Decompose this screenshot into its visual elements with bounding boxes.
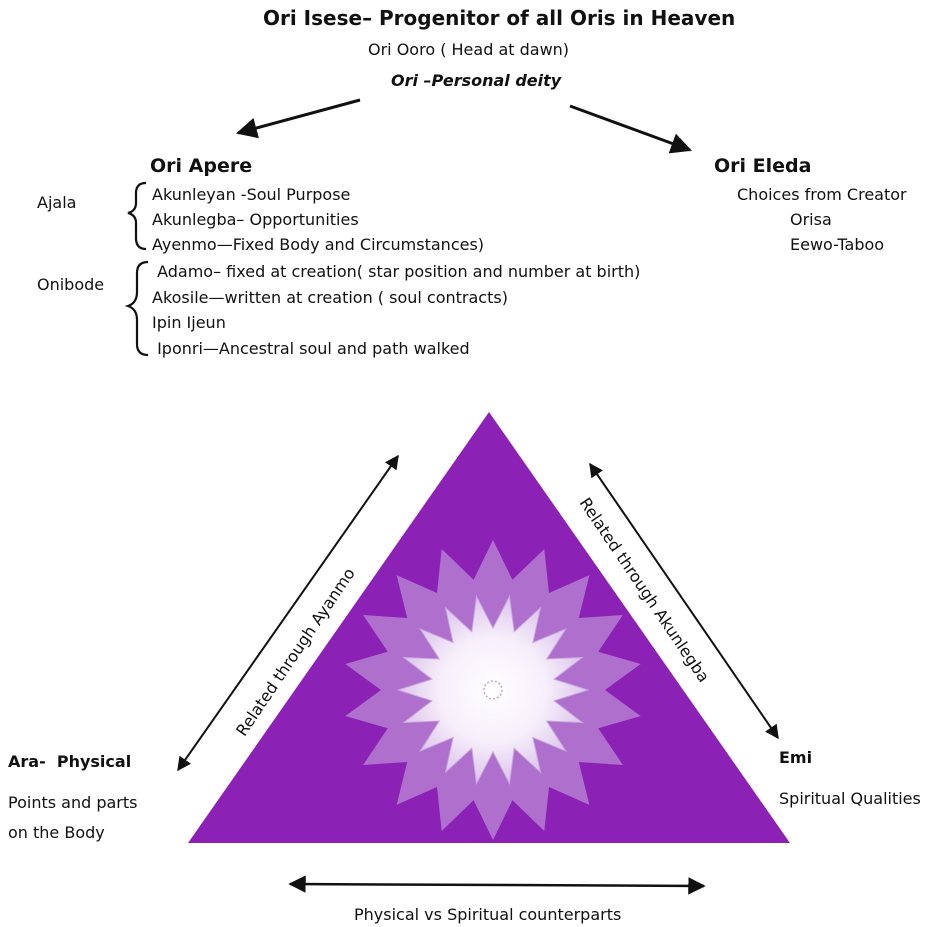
onibode-label: Onibode: [37, 275, 105, 294]
ara-desc-line1: Points and parts: [8, 793, 138, 812]
ajala-item: Akunlegba– Opportunities: [152, 210, 359, 229]
diagram-subtitle: Ori Ooro ( Head at dawn): [368, 40, 570, 59]
center-ring: [483, 680, 503, 700]
ori-eleda-item: Orisa: [790, 210, 832, 229]
ori-eleda-item: Eewo-Taboo: [790, 235, 885, 254]
left-double-arrow: [177, 454, 399, 772]
right-double-arrow: [589, 462, 779, 740]
ori-eleda-heading: Ori Eleda: [714, 155, 812, 177]
ajala-item: Ayenmo—Fixed Body and Circumstances): [152, 235, 485, 254]
arrow-to-ori-eleda: [569, 104, 692, 154]
onibode-item: Akosile—written at creation ( soul contr…: [152, 288, 508, 307]
diagram-title: Ori Isese– Progenitor of all Oris in Hea…: [263, 6, 736, 30]
ajala-item: Akunleyan -Soul Purpose: [152, 185, 351, 204]
emi-heading: Emi: [779, 748, 813, 767]
onibode-item: Ipin Ijeun: [152, 313, 226, 332]
ori-eleda-item: Choices from Creator: [737, 185, 907, 204]
personal-deity-label: Ori –Personal deity: [391, 71, 562, 90]
ori-apere-heading: Ori Apere: [150, 155, 253, 177]
bottom-double-arrow: [288, 875, 706, 895]
ajala-label: Ajala: [37, 193, 77, 212]
onibode-brace: [124, 260, 149, 357]
onibode-item: Iponri—Ancestral soul and path walked: [152, 339, 470, 358]
bottom-axis-label: Physical vs Spiritual counterparts: [354, 905, 622, 924]
onibode-item: Adamo– fixed at creation( star position …: [152, 262, 641, 281]
ara-heading: Ara- Physical: [8, 752, 132, 771]
ajala-brace: [127, 181, 147, 251]
emi-desc: Spiritual Qualities: [779, 789, 921, 808]
inner-star: [396, 594, 590, 786]
ara-desc-line2: on the Body: [8, 823, 105, 842]
arrow-to-ori-apere: [235, 98, 361, 139]
